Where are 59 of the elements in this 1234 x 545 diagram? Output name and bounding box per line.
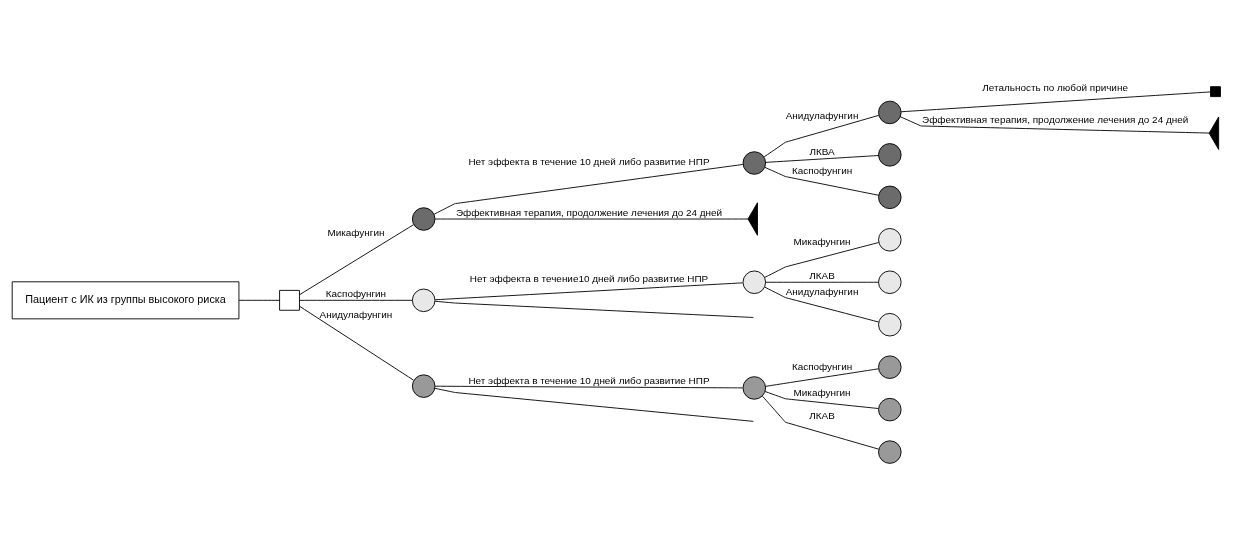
node-circle xyxy=(878,312,902,336)
connector xyxy=(299,299,413,301)
node-box xyxy=(279,289,300,311)
connector xyxy=(433,163,744,215)
node-circle xyxy=(742,150,767,175)
connector xyxy=(765,154,879,163)
connector xyxy=(899,115,1210,133)
connector xyxy=(299,223,415,295)
edge-label: Эффективная терапия, продолжение лечения до 24 дней xyxy=(922,113,1189,125)
connector xyxy=(434,300,754,318)
connector xyxy=(763,114,880,157)
connector xyxy=(434,387,754,422)
edge-label: Микафунгин xyxy=(793,386,851,398)
node-circle xyxy=(411,288,436,312)
node-circle xyxy=(878,270,902,294)
edge-label: Анидулафунгин xyxy=(319,308,393,320)
edge-label: Анидулафунгин xyxy=(785,285,859,297)
node-box xyxy=(1210,85,1221,97)
edge-label: Нет эффекта в течение 10 дней либо развитие НПР xyxy=(468,374,710,386)
connector xyxy=(764,390,879,409)
node-circle xyxy=(878,397,902,421)
edge-label: Микафунгин xyxy=(793,235,851,247)
node-circle xyxy=(411,206,436,231)
node-circle xyxy=(878,354,902,379)
connector xyxy=(765,367,879,387)
connector xyxy=(238,299,280,301)
connector xyxy=(764,166,880,196)
edge-label: Эффективная терапия, продолжение лечения до 24 дней xyxy=(455,206,723,218)
node-circle xyxy=(878,100,902,124)
edge-label: Каспофунгин xyxy=(325,287,387,299)
node-triangle xyxy=(1208,116,1220,150)
connector xyxy=(900,90,1211,112)
connector xyxy=(299,305,415,381)
node-box: Пациент с ИК из группы высокого риска xyxy=(11,280,240,319)
connector xyxy=(434,281,744,300)
connector xyxy=(762,395,880,450)
edge-label: Анидулафунгин xyxy=(785,109,859,121)
node-circle xyxy=(878,439,902,464)
edge-label: Летальность по любой причине xyxy=(982,81,1128,93)
edge-label: ЛКАВ xyxy=(809,269,835,281)
node-circle xyxy=(878,227,902,252)
node-circle xyxy=(742,375,767,400)
node-circle xyxy=(878,142,902,167)
edge-label: Каспофунгин xyxy=(791,360,853,372)
edge-label: Каспофунгин xyxy=(791,164,853,176)
connector xyxy=(764,241,880,278)
connector xyxy=(434,218,749,219)
node-circle xyxy=(742,270,767,294)
node-circle xyxy=(878,185,902,209)
edge-label: Микафунгин xyxy=(327,226,385,238)
connector xyxy=(765,281,879,283)
edge-label: Нет эффекта в течение10 дней либо развитие НПР xyxy=(469,272,709,284)
edge-label: ЛКВА xyxy=(809,145,835,157)
node-circle xyxy=(411,373,436,398)
connector xyxy=(434,385,744,388)
connector xyxy=(764,286,880,322)
edge-label: ЛКАВ xyxy=(809,409,835,421)
node-triangle xyxy=(747,201,758,236)
edge-label: Нет эффекта в течение 10 дней либо развитие НПР xyxy=(468,155,710,167)
